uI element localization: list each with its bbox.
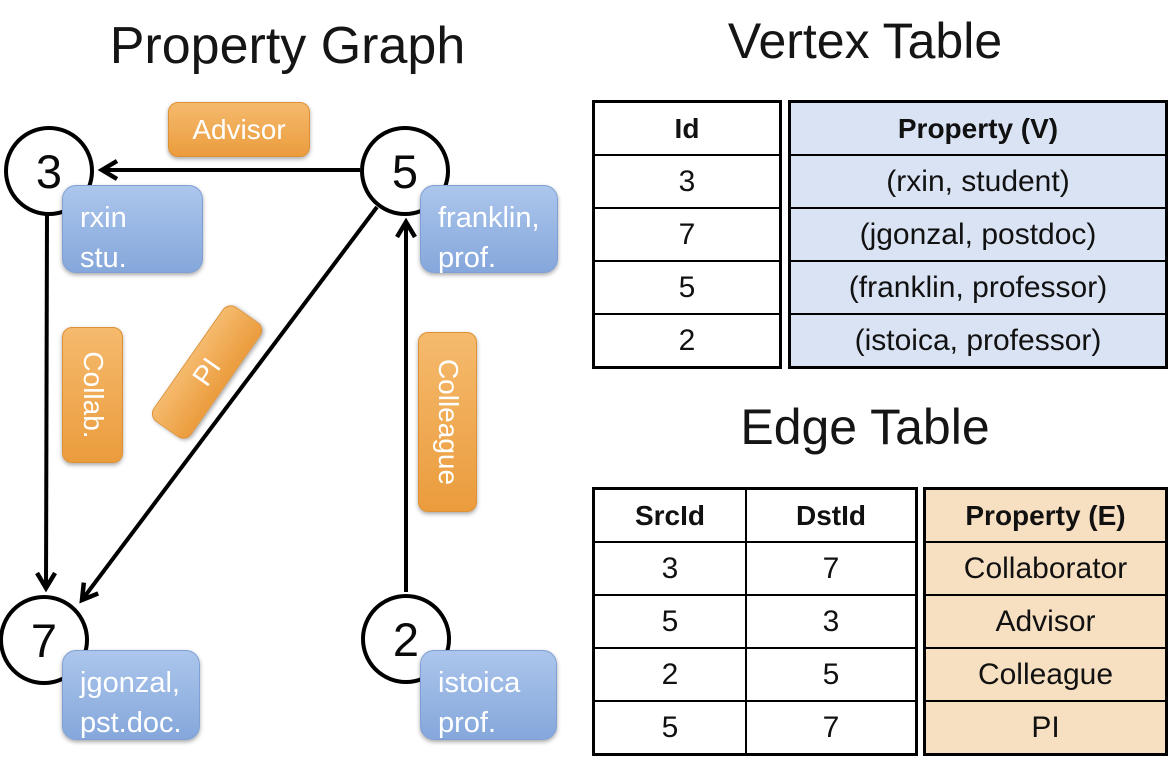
vertex-property-box-7: jgonzal, pst.doc. xyxy=(62,650,200,740)
node-id-label: 3 xyxy=(35,144,63,198)
table-cell: PI xyxy=(923,700,1168,756)
table-row: 2 xyxy=(592,313,782,369)
edge-label-text: Advisor xyxy=(192,113,286,145)
vertex-property-box-3: rxin stu. xyxy=(62,185,203,274)
table-row: PI xyxy=(923,700,1168,756)
table-cell: 5 xyxy=(745,647,918,702)
table-row: (franklin, professor) xyxy=(788,260,1168,315)
edge-label-text: PI xyxy=(186,351,227,392)
edge-label-colleague: Colleague xyxy=(418,332,477,512)
table-cell: 5 xyxy=(592,700,747,756)
graph-node-5: 5 xyxy=(360,126,450,216)
table-cell: 3 xyxy=(592,541,747,596)
node-id-label: 2 xyxy=(392,612,420,666)
edge-label-advisor: Advisor xyxy=(168,102,310,157)
edge-label-collab: Collab. xyxy=(62,327,123,463)
table-row: Colleague xyxy=(923,647,1168,702)
vertex-property-line: jgonzal, xyxy=(80,667,180,699)
table-row: (rxin, student) xyxy=(788,154,1168,209)
table-cell: (istoica, professor) xyxy=(788,313,1168,369)
table-cell: 7 xyxy=(745,700,918,756)
table-cell: (rxin, student) xyxy=(788,154,1168,209)
graph-edges-canvas xyxy=(35,159,417,604)
property-graph-title: Property Graph xyxy=(109,17,466,75)
table-cell: Colleague xyxy=(923,647,1168,702)
table-cell: Collaborator xyxy=(923,541,1168,596)
table-cell: (jgonzal, postdoc) xyxy=(788,207,1168,262)
vertex-property-line: prof. xyxy=(438,242,497,274)
node-id-label: 7 xyxy=(30,613,58,667)
table-cell: 7 xyxy=(745,541,918,596)
table-row: (jgonzal, postdoc) xyxy=(788,207,1168,262)
table-cell: 5 xyxy=(592,594,747,649)
edge-arrow-pi-5-to-7 xyxy=(79,205,379,604)
table-row: (istoica, professor) xyxy=(788,313,1168,369)
vertex-table-title: Vertex Table xyxy=(727,13,1003,69)
edge-dst-header: DstId xyxy=(745,487,918,543)
table-row: Advisor xyxy=(923,594,1168,649)
vertex-property-line: franklin, xyxy=(438,202,540,234)
edge-property-header: Property (E) xyxy=(923,487,1168,543)
edge-src-header: SrcId xyxy=(592,487,747,543)
table-cell: 2 xyxy=(592,313,782,369)
edge-label-text: Collab. xyxy=(77,351,109,439)
graph-node-2: 2 xyxy=(361,594,451,684)
vertex-id-header: Id xyxy=(592,100,782,156)
vertex-property-box-5: franklin, prof. xyxy=(420,185,558,274)
edge-table-title: Edge Table xyxy=(740,399,990,455)
table-cell: Advisor xyxy=(923,594,1168,649)
node-id-label: 5 xyxy=(391,144,419,198)
table-cell: 3 xyxy=(745,594,918,649)
table-row: 3 xyxy=(592,154,782,209)
table-cell: 3 xyxy=(592,154,782,209)
table-cell: 7 xyxy=(592,207,782,262)
edge-label-text: Colleague xyxy=(432,358,464,486)
vertex-property-line: rxin xyxy=(80,202,127,234)
vertex-property-box-2: istoica prof. xyxy=(420,650,557,740)
edge-arrow-collab-3-to-7 xyxy=(35,213,57,593)
table-row: 5 xyxy=(592,260,782,315)
table-row: Collaborator xyxy=(923,541,1168,596)
vertex-property-line: prof. xyxy=(438,707,497,739)
table-row: 7 xyxy=(592,207,782,262)
table-cell: (franklin, professor) xyxy=(788,260,1168,315)
vertex-property-line: stu. xyxy=(80,242,127,274)
vertex-property-header: Property (V) xyxy=(788,100,1168,156)
vertex-property-line: pst.doc. xyxy=(80,707,182,739)
vertex-property-line: istoica xyxy=(438,667,521,699)
table-cell: 2 xyxy=(592,647,747,702)
vertex-property-subtable: Property (V) (rxin, student)(jgonzal, po… xyxy=(788,100,1168,369)
table-cell: 5 xyxy=(592,260,782,315)
